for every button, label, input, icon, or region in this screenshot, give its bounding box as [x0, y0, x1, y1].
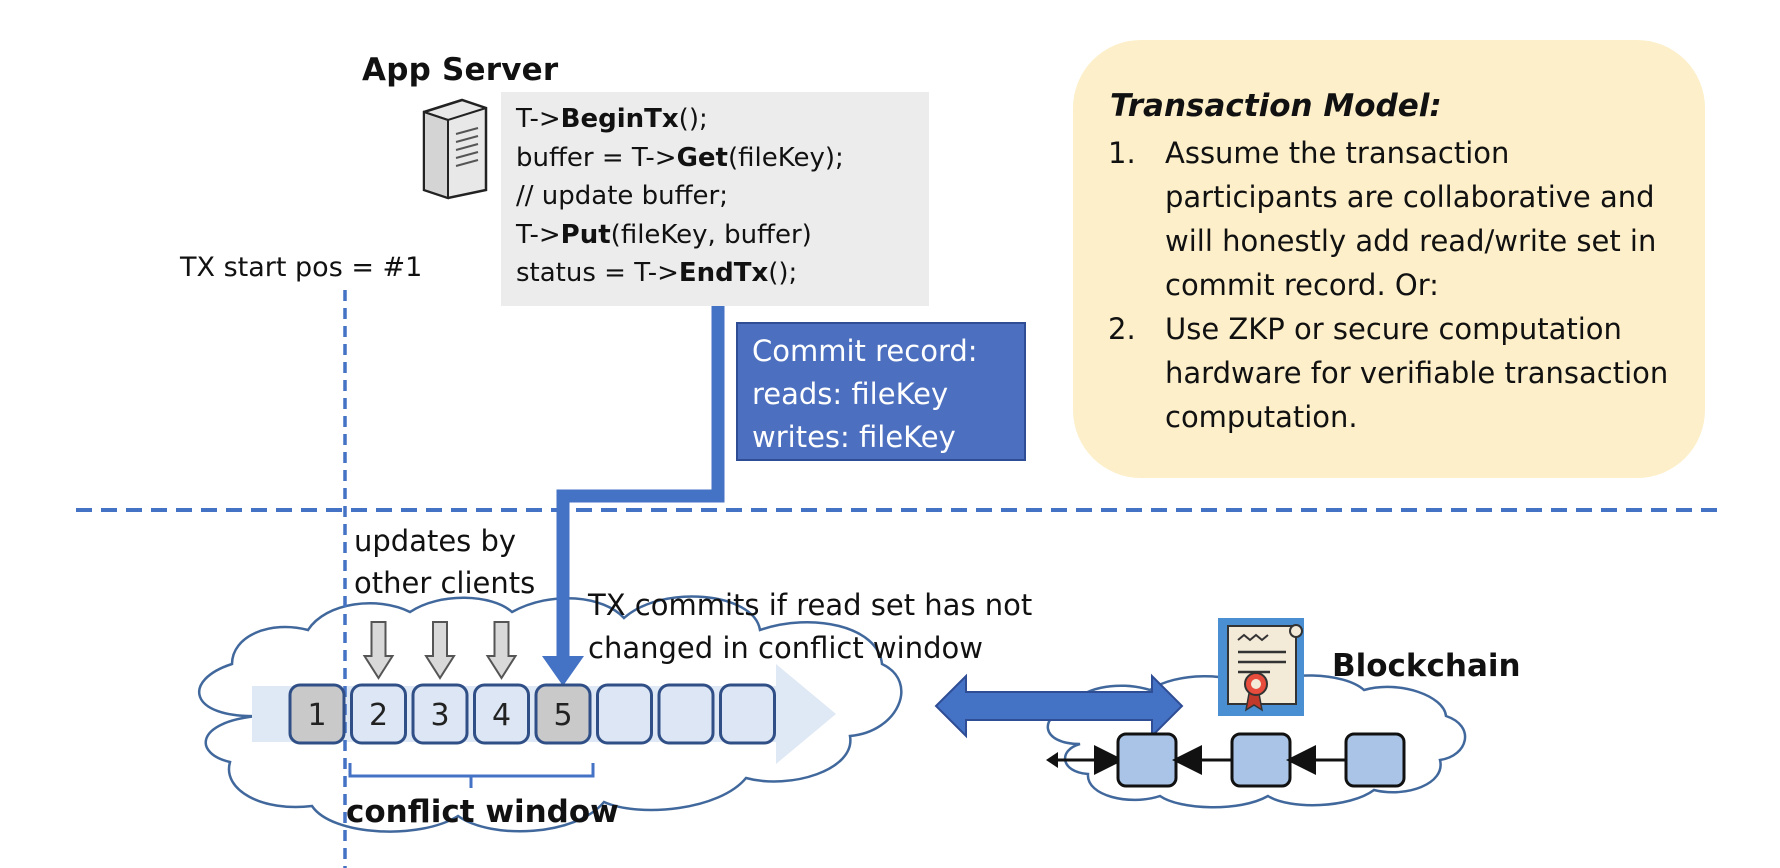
app-server-title: App Server: [362, 52, 559, 88]
commit-path: [556, 306, 725, 660]
log-slot: [719, 683, 776, 745]
code-text: (fileKey, buffer): [610, 219, 812, 250]
commit-record-text: Commit record: reads: fileKey writes: fi…: [752, 330, 978, 459]
update-arrow: [485, 621, 518, 680]
update-arrow: [424, 621, 456, 680]
code-box: [501, 92, 929, 306]
model-item: 1. Assume the transaction participants a…: [1108, 131, 1685, 307]
commit-note-line: changed in conflict window: [588, 631, 983, 665]
certificate-icon: [1218, 618, 1304, 716]
log-slot: [657, 683, 715, 745]
conflict-window-bracket: [348, 763, 595, 788]
code-line: buffer = T->Get(fileKey);: [516, 139, 844, 178]
updates-label-line: updates by: [354, 524, 517, 558]
log-slot-label: 3: [430, 698, 449, 733]
commit-record-box: [736, 322, 1026, 461]
log-slot: [534, 683, 592, 745]
code-text: T->: [516, 219, 561, 250]
code-method: Get: [676, 142, 728, 173]
server-icon: [422, 98, 488, 200]
sync-double-arrow: [934, 673, 1184, 739]
log-slot: [596, 683, 653, 745]
code-line: T->BeginTx();: [516, 100, 844, 139]
code-text: status = T->: [516, 258, 679, 288]
model-item: 2. Use ZKP or secure computation hardwar…: [1108, 307, 1685, 439]
updates-by-other-clients-label: updates by other clients: [354, 520, 535, 604]
model-item-text: Use ZKP or secure computation hardware f…: [1165, 312, 1669, 434]
log-slot-label: 2: [369, 698, 388, 733]
code-text: ();: [678, 104, 708, 134]
code-text: buffer = T->: [516, 142, 677, 173]
code-method: EndTx: [678, 258, 769, 288]
code-method: BeginTx: [560, 104, 679, 134]
model-item-number: 2.: [1108, 312, 1136, 346]
model-item-number: 1.: [1108, 136, 1136, 170]
transaction-model-list: 1. Assume the transaction participants a…: [1108, 131, 1685, 439]
chain-start-arrow: [1046, 752, 1058, 768]
log-slot: [288, 683, 346, 745]
log-slots: 1 2 3 4 5: [288, 683, 776, 745]
commit-note-line: TX commits if read set has not: [588, 588, 1033, 622]
blockchain-label: Blockchain: [1332, 648, 1521, 684]
commit-record-reads: reads: fileKey: [752, 377, 949, 411]
code-block: T->BeginTx();buffer = T->Get(fileKey);//…: [516, 100, 844, 293]
commit-arrowhead: [542, 656, 584, 686]
code-text: T->: [516, 104, 561, 134]
code-text: // update buffer;: [516, 181, 728, 211]
log-slot: [411, 683, 469, 745]
log-slot-label: 5: [553, 698, 572, 733]
update-arrow: [362, 621, 395, 680]
log-slot: [473, 683, 530, 745]
model-item-text: Assume the transaction participants are …: [1165, 136, 1657, 302]
code-line: T->Put(fileKey, buffer): [516, 216, 844, 255]
commit-condition-note: TX commits if read set has not changed i…: [588, 584, 1032, 670]
code-method: Put: [560, 219, 611, 250]
tx-start-label: TX start pos = #1: [180, 252, 423, 283]
log-slot-label: 1: [307, 698, 326, 733]
commit-record-title: Commit record:: [752, 334, 978, 368]
blockchain-blocks: [1058, 732, 1406, 788]
code-line: // update buffer;: [516, 177, 844, 216]
log-slot: [350, 683, 407, 745]
code-text: (fileKey);: [727, 142, 844, 173]
conflict-window-label: conflict window: [346, 794, 619, 830]
update-arrows: [362, 621, 518, 680]
code-line: status = T->EndTx();: [516, 254, 844, 293]
commit-record-writes: writes: fileKey: [752, 420, 956, 454]
updates-label-line: other clients: [354, 566, 536, 600]
code-text: ();: [768, 258, 798, 288]
log-slot-label: 4: [492, 698, 511, 733]
transaction-model-panel: [1073, 40, 1705, 478]
transaction-model-title: Transaction Model:: [1110, 88, 1442, 124]
